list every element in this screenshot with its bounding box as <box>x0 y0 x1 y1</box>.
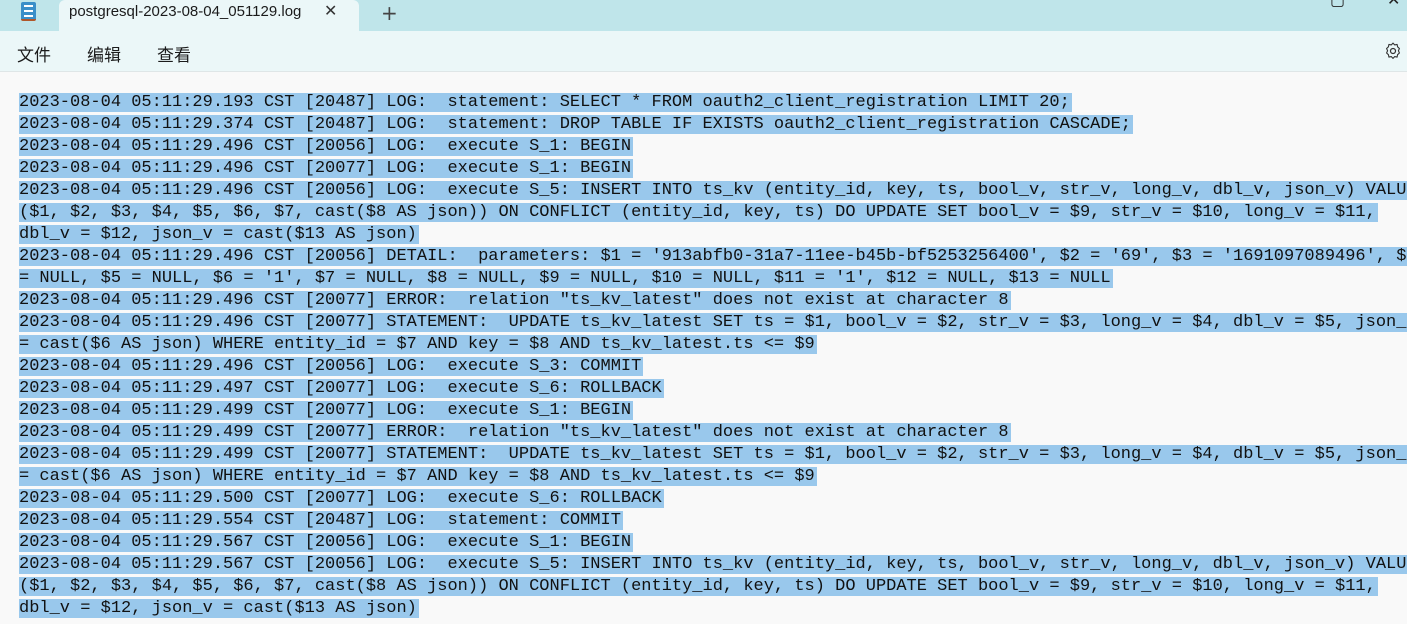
tab-title: postgresql-2023-08-04_051129.log <box>69 3 302 20</box>
selected-text: 2023-08-04 05:11:29.497 CST [20077] LOG:… <box>19 379 664 398</box>
text-line: 2023-08-04 05:11:29.496 CST [20056] LOG:… <box>19 356 1407 378</box>
text-line: ($1, $2, $3, $4, $5, $6, $7, cast($8 AS … <box>19 576 1407 598</box>
selected-text: 2023-08-04 05:11:29.567 CST [20056] LOG:… <box>19 555 1407 574</box>
selected-text: 2023-08-04 05:11:29.496 CST [20056] LOG:… <box>19 181 1407 200</box>
menu-file[interactable]: 文件 <box>17 46 51 66</box>
selected-text: ($1, $2, $3, $4, $5, $6, $7, cast($8 AS … <box>19 577 1378 596</box>
text-line: 2023-08-04 05:11:29.496 CST [20056] DETA… <box>19 246 1407 268</box>
text-line: = NULL, $5 = NULL, $6 = '1', $7 = NULL, … <box>19 268 1407 290</box>
text-line: 2023-08-04 05:11:29.499 CST [20077] STAT… <box>19 444 1407 466</box>
menu-view[interactable]: 查看 <box>157 46 191 66</box>
selected-text: 2023-08-04 05:11:29.554 CST [20487] LOG:… <box>19 511 623 530</box>
text-line: dbl_v = $12, json_v = cast($13 AS json) <box>19 598 1407 620</box>
text-line: dbl_v = $12, json_v = cast($13 AS json) <box>19 224 1407 246</box>
menu-bar: 文件 编辑 查看 <box>0 31 1407 72</box>
gear-icon[interactable] <box>1383 41 1403 61</box>
text-line: = cast($6 AS json) WHERE entity_id = $7 … <box>19 466 1407 488</box>
text-line: 2023-08-04 05:11:29.567 CST [20056] LOG:… <box>19 532 1407 554</box>
text-line: ($1, $2, $3, $4, $5, $6, $7, cast($8 AS … <box>19 202 1407 224</box>
text-line: 2023-08-04 05:11:29.497 CST [20077] LOG:… <box>19 378 1407 400</box>
text-editor[interactable]: 2023-08-04 05:11:29.193 CST [20487] LOG:… <box>19 92 1407 620</box>
selected-text: 2023-08-04 05:11:29.496 CST [20077] ERRO… <box>19 291 1011 310</box>
text-line: 2023-08-04 05:11:29.554 CST [20487] LOG:… <box>19 510 1407 532</box>
maximize-icon[interactable]: ▢ <box>1330 0 1345 9</box>
selected-text: dbl_v = $12, json_v = cast($13 AS json) <box>19 225 419 244</box>
close-icon[interactable]: ✕ <box>324 1 338 20</box>
text-line: 2023-08-04 05:11:29.496 CST [20077] LOG:… <box>19 158 1407 180</box>
text-line: 2023-08-04 05:11:29.500 CST [20077] LOG:… <box>19 488 1407 510</box>
selected-text: 2023-08-04 05:11:29.496 CST [20077] STAT… <box>19 313 1407 332</box>
plus-icon[interactable]: + <box>381 1 398 25</box>
text-line: 2023-08-04 05:11:29.496 CST [20077] ERRO… <box>19 290 1407 312</box>
text-line: 2023-08-04 05:11:29.499 CST [20077] LOG:… <box>19 400 1407 422</box>
selected-text: 2023-08-04 05:11:29.499 CST [20077] ERRO… <box>19 423 1011 442</box>
text-line: 2023-08-04 05:11:29.496 CST [20056] LOG:… <box>19 136 1407 158</box>
selected-text: = NULL, $5 = NULL, $6 = '1', $7 = NULL, … <box>19 269 1113 288</box>
selected-text: = cast($6 AS json) WHERE entity_id = $7 … <box>19 335 817 354</box>
close-window-icon[interactable]: ✕ <box>1387 0 1400 9</box>
selected-text: = cast($6 AS json) WHERE entity_id = $7 … <box>19 467 817 486</box>
text-line: = cast($6 AS json) WHERE entity_id = $7 … <box>19 334 1407 356</box>
text-line: 2023-08-04 05:11:29.374 CST [20487] LOG:… <box>19 114 1407 136</box>
selected-text: 2023-08-04 05:11:29.374 CST [20487] LOG:… <box>19 115 1133 134</box>
text-line: 2023-08-04 05:11:29.499 CST [20077] ERRO… <box>19 422 1407 444</box>
selected-text: 2023-08-04 05:11:29.496 CST [20077] LOG:… <box>19 159 634 178</box>
selected-text: 2023-08-04 05:11:29.567 CST [20056] LOG:… <box>19 533 634 552</box>
selected-text: 2023-08-04 05:11:29.499 CST [20077] LOG:… <box>19 401 634 420</box>
selected-text: ($1, $2, $3, $4, $5, $6, $7, cast($8 AS … <box>19 203 1378 222</box>
selected-text: 2023-08-04 05:11:29.500 CST [20077] LOG:… <box>19 489 664 508</box>
selected-text: 2023-08-04 05:11:29.496 CST [20056] DETA… <box>19 247 1407 266</box>
notepad-icon <box>21 2 36 21</box>
selected-text: 2023-08-04 05:11:29.496 CST [20056] LOG:… <box>19 137 634 156</box>
title-bar: postgresql-2023-08-04_051129.log ✕ + ▢ ✕ <box>0 0 1407 31</box>
text-line: 2023-08-04 05:11:29.496 CST [20077] STAT… <box>19 312 1407 334</box>
tab-log-file[interactable]: postgresql-2023-08-04_051129.log ✕ <box>59 0 359 31</box>
text-line: 2023-08-04 05:11:29.567 CST [20056] LOG:… <box>19 554 1407 576</box>
selected-text: dbl_v = $12, json_v = cast($13 AS json) <box>19 599 419 618</box>
text-line: 2023-08-04 05:11:29.496 CST [20056] LOG:… <box>19 180 1407 202</box>
selected-text: 2023-08-04 05:11:29.499 CST [20077] STAT… <box>19 445 1407 464</box>
selected-text: 2023-08-04 05:11:29.193 CST [20487] LOG:… <box>19 93 1072 112</box>
menu-edit[interactable]: 编辑 <box>87 46 121 66</box>
selected-text: 2023-08-04 05:11:29.496 CST [20056] LOG:… <box>19 357 644 376</box>
text-line: 2023-08-04 05:11:29.193 CST [20487] LOG:… <box>19 92 1407 114</box>
